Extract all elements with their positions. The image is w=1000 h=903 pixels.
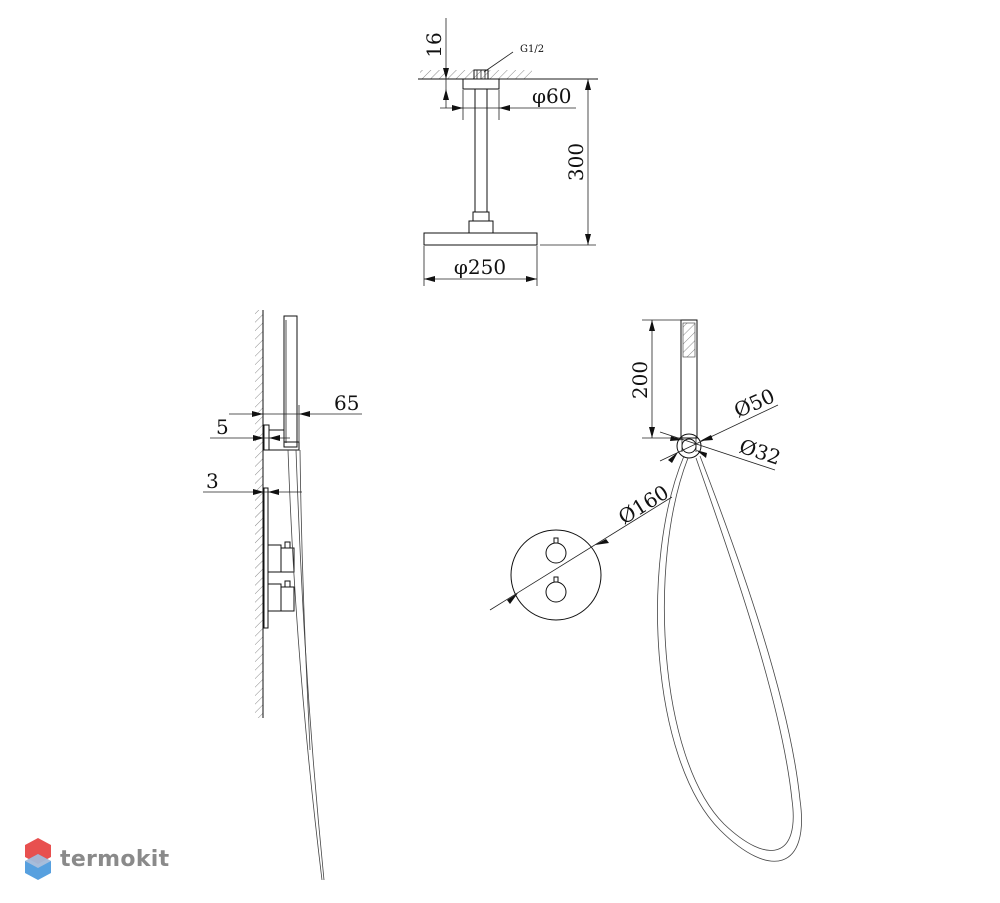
hand-shower-side bbox=[283, 315, 298, 448]
dim-holder-inner: Ø32 bbox=[736, 434, 783, 470]
logo-text: termokit bbox=[60, 846, 170, 872]
front-view: 200 Ø50 Ø32 Ø160 bbox=[489, 319, 802, 862]
holder-plate bbox=[263, 424, 270, 451]
termokit-logo-icon bbox=[25, 838, 51, 880]
knob-upper bbox=[267, 544, 282, 573]
thread-label: G1/2 bbox=[520, 44, 544, 55]
termokit-logo: termokit bbox=[24, 838, 169, 880]
shower-head bbox=[423, 232, 538, 246]
dim-flange-height: 16 bbox=[422, 32, 446, 57]
knob-front-lower bbox=[545, 581, 567, 603]
dim-holder-outer: Ø50 bbox=[730, 384, 778, 423]
dim-handshower-length: 200 bbox=[628, 361, 652, 399]
dim-holder-depth: 65 bbox=[334, 391, 359, 415]
ceiling-flange bbox=[462, 78, 500, 90]
dim-arm-length: 300 bbox=[564, 143, 588, 181]
spray-face bbox=[682, 322, 696, 358]
knob-front-upper bbox=[545, 542, 567, 564]
ceiling-hatch bbox=[420, 70, 532, 79]
dim-flange-diameter: φ60 bbox=[532, 84, 571, 108]
mixer-plate-front bbox=[510, 529, 602, 621]
side-view: 65 5 3 bbox=[203, 310, 362, 881]
ceiling-shower-view: G1/2 16 φ60 300 φ250 bbox=[418, 18, 598, 286]
dim-head-diameter: φ250 bbox=[454, 255, 506, 279]
dim-mixer-plate: Ø160 bbox=[614, 480, 673, 529]
hose-front bbox=[657, 455, 802, 862]
thread-leader bbox=[483, 51, 514, 73]
hose-side bbox=[287, 449, 323, 881]
hand-shower-front bbox=[680, 319, 698, 439]
mixer-plate-side bbox=[263, 487, 269, 629]
dim-holder-plate: 5 bbox=[216, 415, 229, 439]
holder-inner bbox=[681, 438, 697, 454]
holder-outer bbox=[676, 433, 702, 459]
dim-plate-thickness: 3 bbox=[206, 469, 219, 493]
knob-lower bbox=[267, 583, 282, 612]
wall-hatch bbox=[255, 310, 263, 718]
